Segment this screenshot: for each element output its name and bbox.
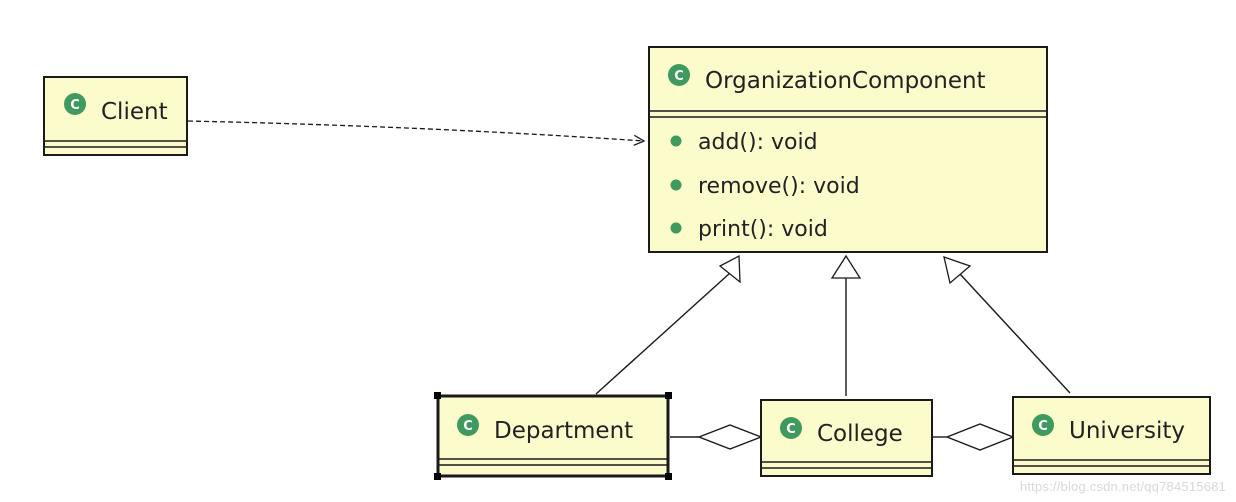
class-name: Department: [494, 418, 633, 444]
method-label: remove(): void: [698, 174, 860, 199]
class-box-university[interactable]: C University: [1012, 396, 1211, 475]
generalization-arrowhead: [943, 256, 972, 285]
class-box-client[interactable]: C Client: [43, 76, 188, 156]
dependency-client-to-organizationcomponent[interactable]: [187, 120, 644, 141]
svg-text:C: C: [674, 69, 684, 84]
class-name: OrganizationComponent: [705, 68, 986, 94]
svg-text:C: C: [70, 98, 80, 113]
class-c-icon: C: [668, 64, 690, 86]
resize-handle[interactable]: [665, 392, 672, 399]
generalization-department-to-organizationcomponent[interactable]: [595, 254, 741, 395]
generalization-college-to-organizationcomponent[interactable]: [830, 254, 862, 396]
generalization-university-to-organizationcomponent[interactable]: [943, 256, 1071, 394]
aggregation-department-college[interactable]: [670, 424, 763, 450]
class-c-icon: C: [780, 417, 802, 439]
public-method-dot-icon: [670, 222, 682, 234]
class-box-department[interactable]: C Department: [434, 392, 672, 480]
public-method-dot-icon: [670, 135, 682, 147]
generalization-arrowhead: [718, 254, 741, 284]
class-c-icon: C: [457, 414, 479, 436]
resize-handle[interactable]: [434, 392, 441, 399]
class-name: Client: [101, 99, 168, 125]
method-row[interactable]: remove(): void: [670, 174, 860, 199]
class-box-college[interactable]: C College: [760, 399, 933, 477]
class-c-icon: C: [64, 93, 86, 115]
aggregation-diamond: [697, 424, 763, 450]
class-name: College: [817, 421, 903, 447]
svg-text:C: C: [463, 419, 473, 434]
svg-text:C: C: [1038, 419, 1048, 434]
aggregation-diamond: [945, 423, 1015, 451]
public-method-dot-icon: [670, 179, 682, 191]
aggregation-college-university[interactable]: [933, 423, 1015, 451]
method-label: add(): void: [698, 130, 818, 155]
method-row[interactable]: add(): void: [670, 130, 818, 155]
class-name: University: [1069, 418, 1185, 444]
watermark-url: https://blog.csdn.net/qq784515681: [1019, 479, 1226, 494]
svg-text:C: C: [786, 422, 796, 437]
class-box-organizationcomponent[interactable]: C OrganizationComponent add(): void remo…: [648, 46, 1048, 253]
class-c-icon: C: [1032, 414, 1054, 436]
method-label: print(): void: [698, 217, 828, 242]
selection-handles[interactable]: [434, 392, 672, 480]
generalization-arrowhead: [830, 254, 862, 279]
resize-handle[interactable]: [665, 473, 672, 480]
resize-handle[interactable]: [434, 473, 441, 480]
method-row[interactable]: print(): void: [670, 217, 828, 242]
